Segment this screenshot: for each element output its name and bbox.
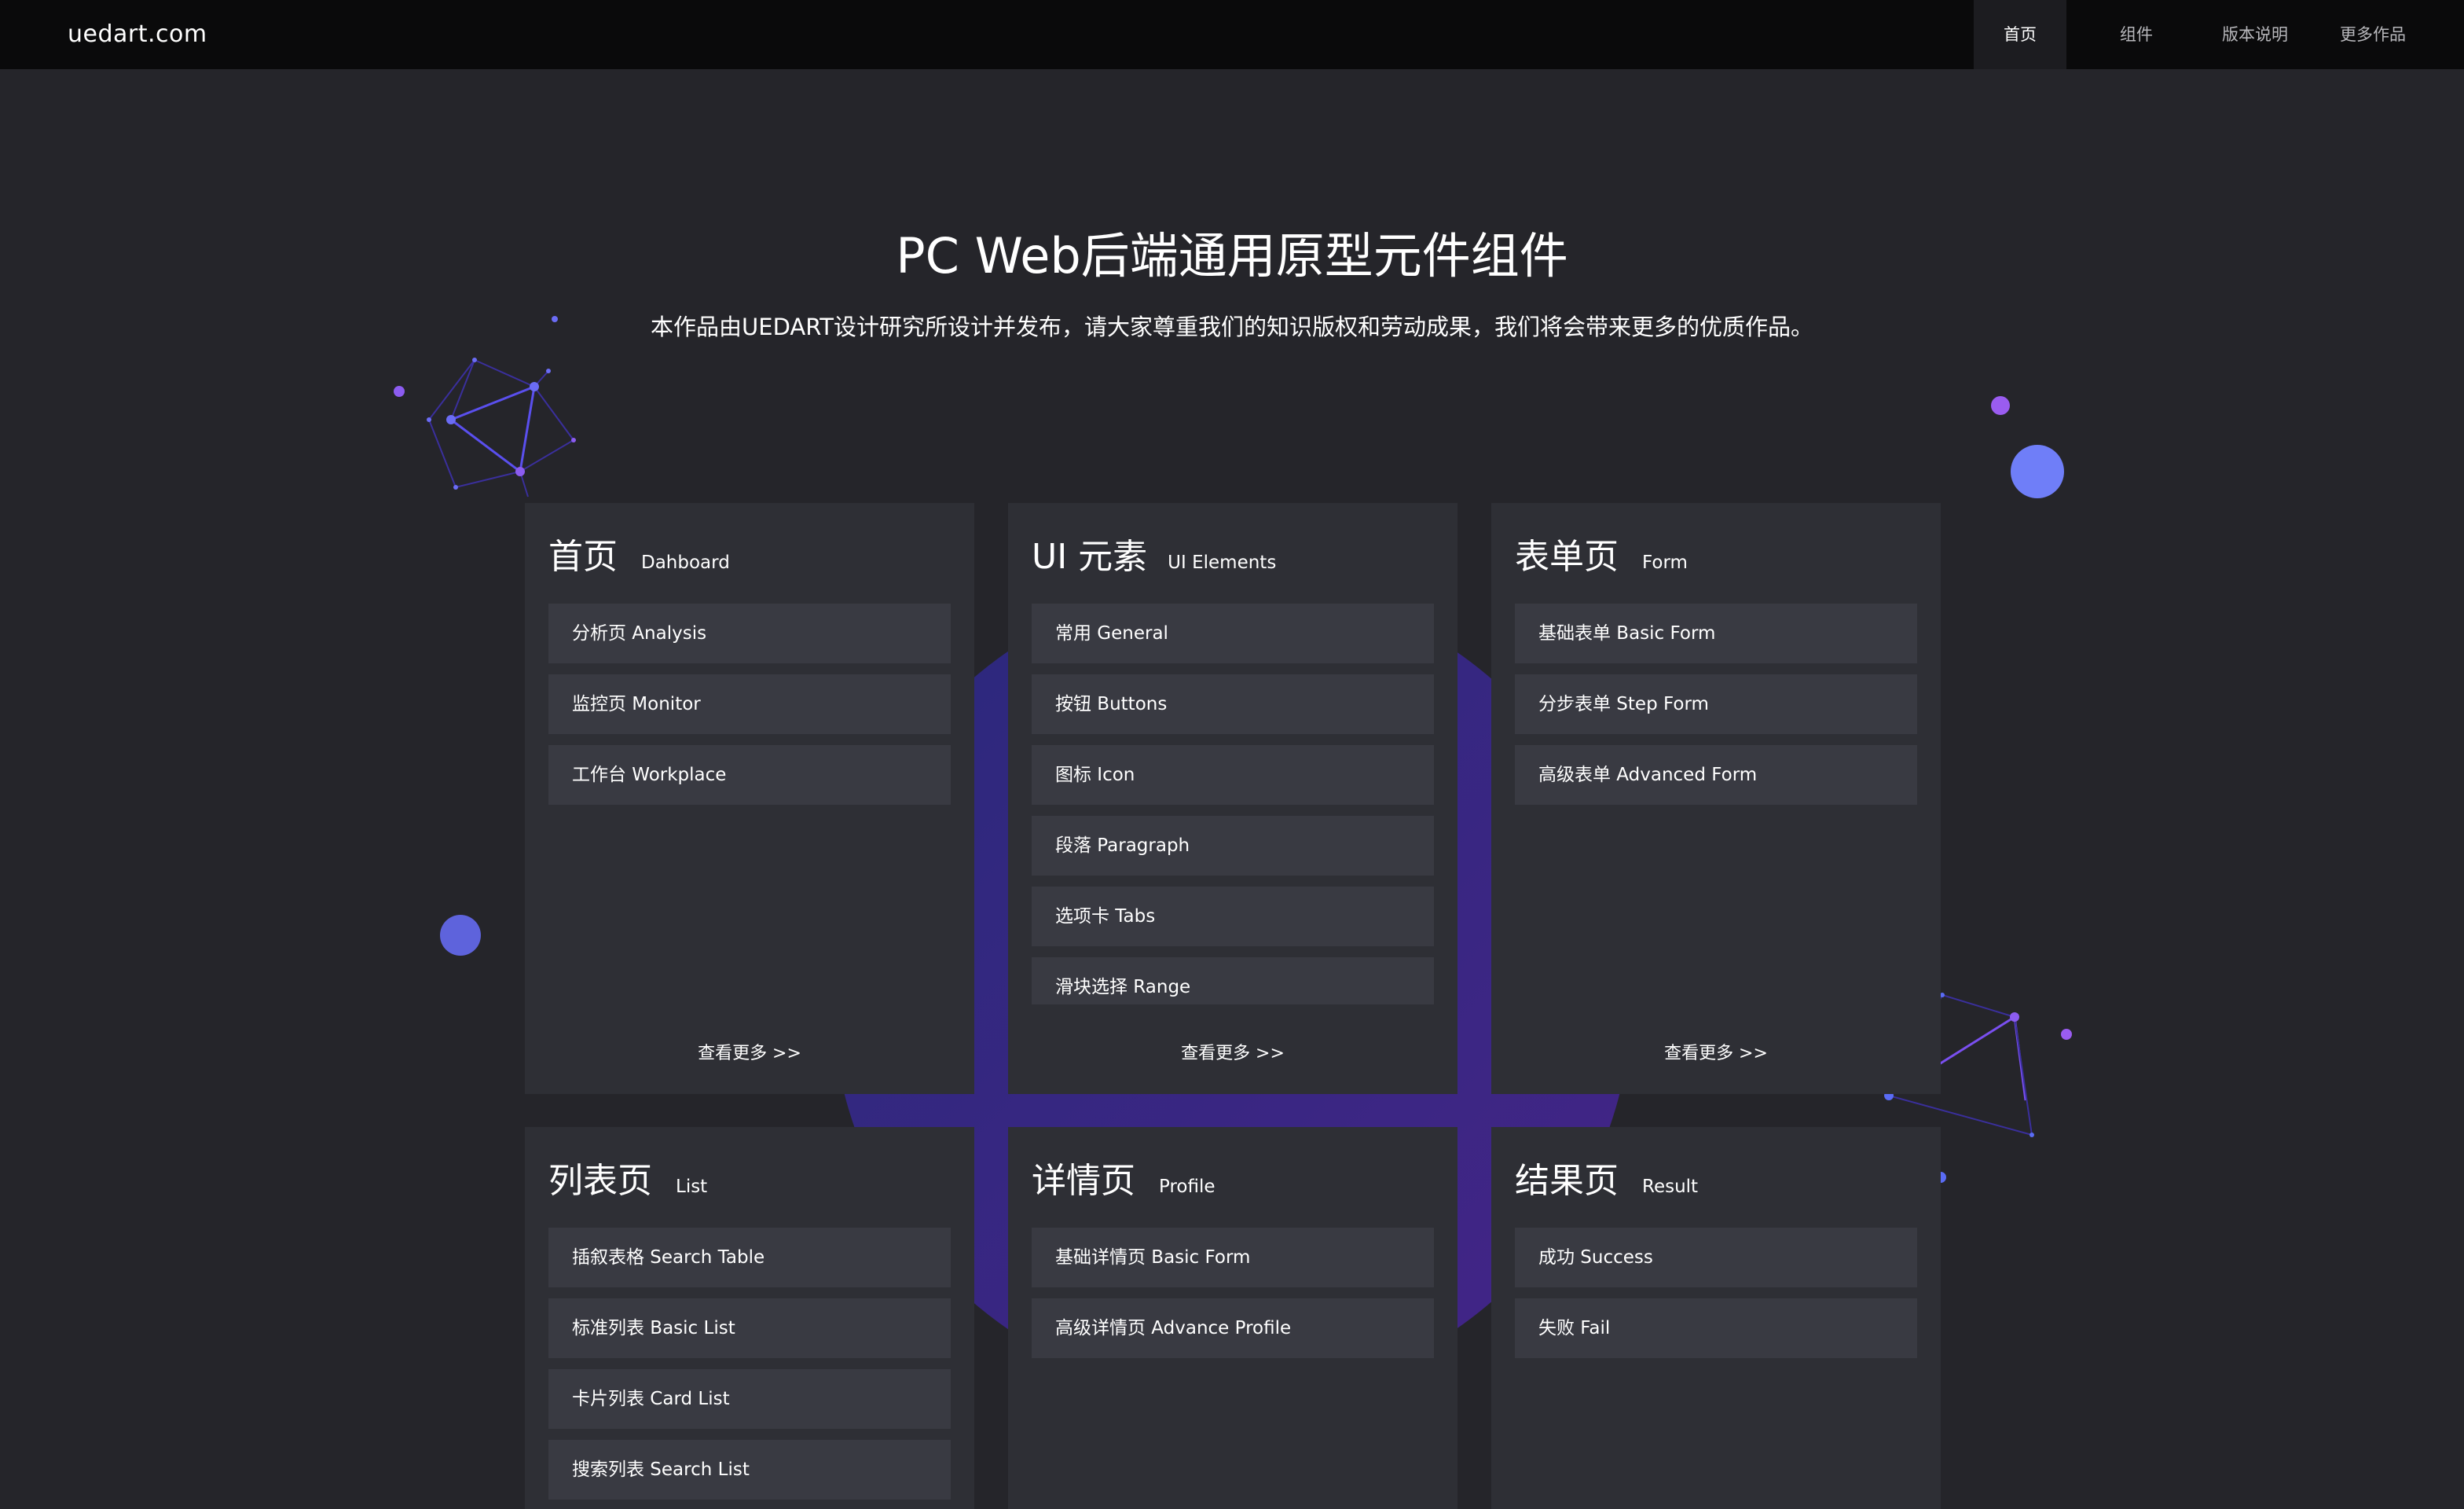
link-fail[interactable]: 失败 Fail bbox=[1515, 1298, 1917, 1358]
card-result: 结果页 Result 成功 Success 失败 Fail bbox=[1491, 1127, 1941, 1509]
card-title: UI 元素 bbox=[1032, 537, 1148, 577]
link-card-list[interactable]: 卡片列表 Card List bbox=[548, 1369, 951, 1429]
link-success[interactable]: 成功 Success bbox=[1515, 1228, 1917, 1287]
link-advanced-form[interactable]: 高级表单 Advanced Form bbox=[1515, 745, 1917, 805]
nav-release-notes[interactable]: 版本说明 bbox=[2222, 25, 2288, 44]
card-subtitle: Dahboard bbox=[641, 553, 730, 573]
link-analysis[interactable]: 分析页 Analysis bbox=[548, 604, 951, 663]
dot-decoration bbox=[440, 915, 481, 956]
card-header: 结果页 Result bbox=[1515, 1154, 1698, 1209]
link-paragraph[interactable]: 段落 Paragraph bbox=[1032, 816, 1434, 876]
card-link-list: 基础表单 Basic Form 分步表单 Step Form 高级表单 Adva… bbox=[1515, 604, 1917, 816]
card-subtitle: List bbox=[676, 1177, 708, 1197]
network-left-icon bbox=[427, 359, 575, 497]
card-form: 表单页 Form 基础表单 Basic Form 分步表单 Step Form … bbox=[1491, 503, 1941, 1094]
dot-decoration bbox=[2011, 445, 2064, 498]
dot-decoration bbox=[1991, 396, 2010, 415]
link-icon[interactable]: 图标 Icon bbox=[1032, 745, 1434, 805]
card-header: UI 元素 UI Elements bbox=[1032, 530, 1276, 585]
card-title: 结果页 bbox=[1515, 1161, 1619, 1201]
link-advance-profile[interactable]: 高级详情页 Advance Profile bbox=[1032, 1298, 1434, 1358]
brand-logo[interactable]: uedart.com bbox=[68, 20, 207, 48]
link-basic-form[interactable]: 基础表单 Basic Form bbox=[1515, 604, 1917, 663]
link-buttons[interactable]: 按钮 Buttons bbox=[1032, 674, 1434, 734]
card-dashboard: 首页 Dahboard 分析页 Analysis 监控页 Monitor 工作台… bbox=[525, 503, 974, 1094]
link-workplace[interactable]: 工作台 Workplace bbox=[548, 745, 951, 805]
card-title: 列表页 bbox=[548, 1161, 652, 1201]
card-header: 列表页 List bbox=[548, 1154, 707, 1209]
card-profile: 详情页 Profile 基础详情页 Basic Form 高级详情页 Advan… bbox=[1008, 1127, 1458, 1509]
nav-home[interactable]: 首页 bbox=[1974, 0, 2066, 69]
network-left-nodes bbox=[427, 358, 576, 490]
card-header: 表单页 Form bbox=[1515, 530, 1688, 585]
card-subtitle: Result bbox=[1642, 1177, 1699, 1197]
card-subtitle: Form bbox=[1642, 553, 1688, 573]
top-nav-bar: uedart.com 首页 组件 版本说明 更多作品 bbox=[0, 0, 2464, 69]
nav-components[interactable]: 组件 bbox=[2120, 25, 2153, 44]
link-search-table[interactable]: 插叙表格 Search Table bbox=[548, 1228, 951, 1287]
link-step-form[interactable]: 分步表单 Step Form bbox=[1515, 674, 1917, 734]
page-subtitle: 本作品由UEDART设计研究所设计并发布，请大家尊重我们的知识版权和劳动成果，我… bbox=[651, 314, 1813, 340]
card-subtitle: UI Elements bbox=[1168, 553, 1277, 573]
card-subtitle: Profile bbox=[1159, 1177, 1216, 1197]
card-title: 详情页 bbox=[1032, 1161, 1135, 1201]
link-range[interactable]: 滑块选择 Range bbox=[1032, 957, 1434, 1004]
link-basic-list[interactable]: 标准列表 Basic List bbox=[548, 1298, 951, 1358]
card-link-list: 基础详情页 Basic Form 高级详情页 Advance Profile bbox=[1032, 1228, 1434, 1369]
card-title: 首页 bbox=[548, 537, 618, 577]
page-title: PC Web后端通用原型元件组件 bbox=[896, 227, 1568, 285]
view-more-link[interactable]: 查看更多 >> bbox=[1664, 1044, 1768, 1063]
card-title: 表单页 bbox=[1515, 537, 1619, 577]
link-monitor[interactable]: 监控页 Monitor bbox=[548, 674, 951, 734]
card-link-list: 分析页 Analysis 监控页 Monitor 工作台 Workplace bbox=[548, 604, 951, 816]
card-link-list: 常用 General 按钮 Buttons 图标 Icon 段落 Paragra… bbox=[1032, 604, 1434, 1004]
view-more-link[interactable]: 查看更多 >> bbox=[698, 1044, 801, 1063]
card-link-list: 成功 Success 失败 Fail bbox=[1515, 1228, 1917, 1369]
card-list: 列表页 List 插叙表格 Search Table 标准列表 Basic Li… bbox=[525, 1127, 974, 1509]
link-search-list[interactable]: 搜索列表 Search List bbox=[548, 1440, 951, 1500]
link-tabs[interactable]: 选项卡 Tabs bbox=[1032, 887, 1434, 946]
card-header: 详情页 Profile bbox=[1032, 1154, 1216, 1209]
card-header: 首页 Dahboard bbox=[548, 530, 730, 585]
link-general[interactable]: 常用 General bbox=[1032, 604, 1434, 663]
dot-decoration bbox=[2061, 1029, 2072, 1040]
card-ui-elements: UI 元素 UI Elements 常用 General 按钮 Buttons … bbox=[1008, 503, 1458, 1094]
nav-more-works[interactable]: 更多作品 bbox=[2340, 25, 2406, 44]
view-more-link[interactable]: 查看更多 >> bbox=[1181, 1044, 1285, 1063]
link-basic-profile[interactable]: 基础详情页 Basic Form bbox=[1032, 1228, 1434, 1287]
dot-decoration bbox=[394, 386, 405, 397]
card-link-list: 插叙表格 Search Table 标准列表 Basic List 卡片列表 C… bbox=[548, 1228, 951, 1509]
